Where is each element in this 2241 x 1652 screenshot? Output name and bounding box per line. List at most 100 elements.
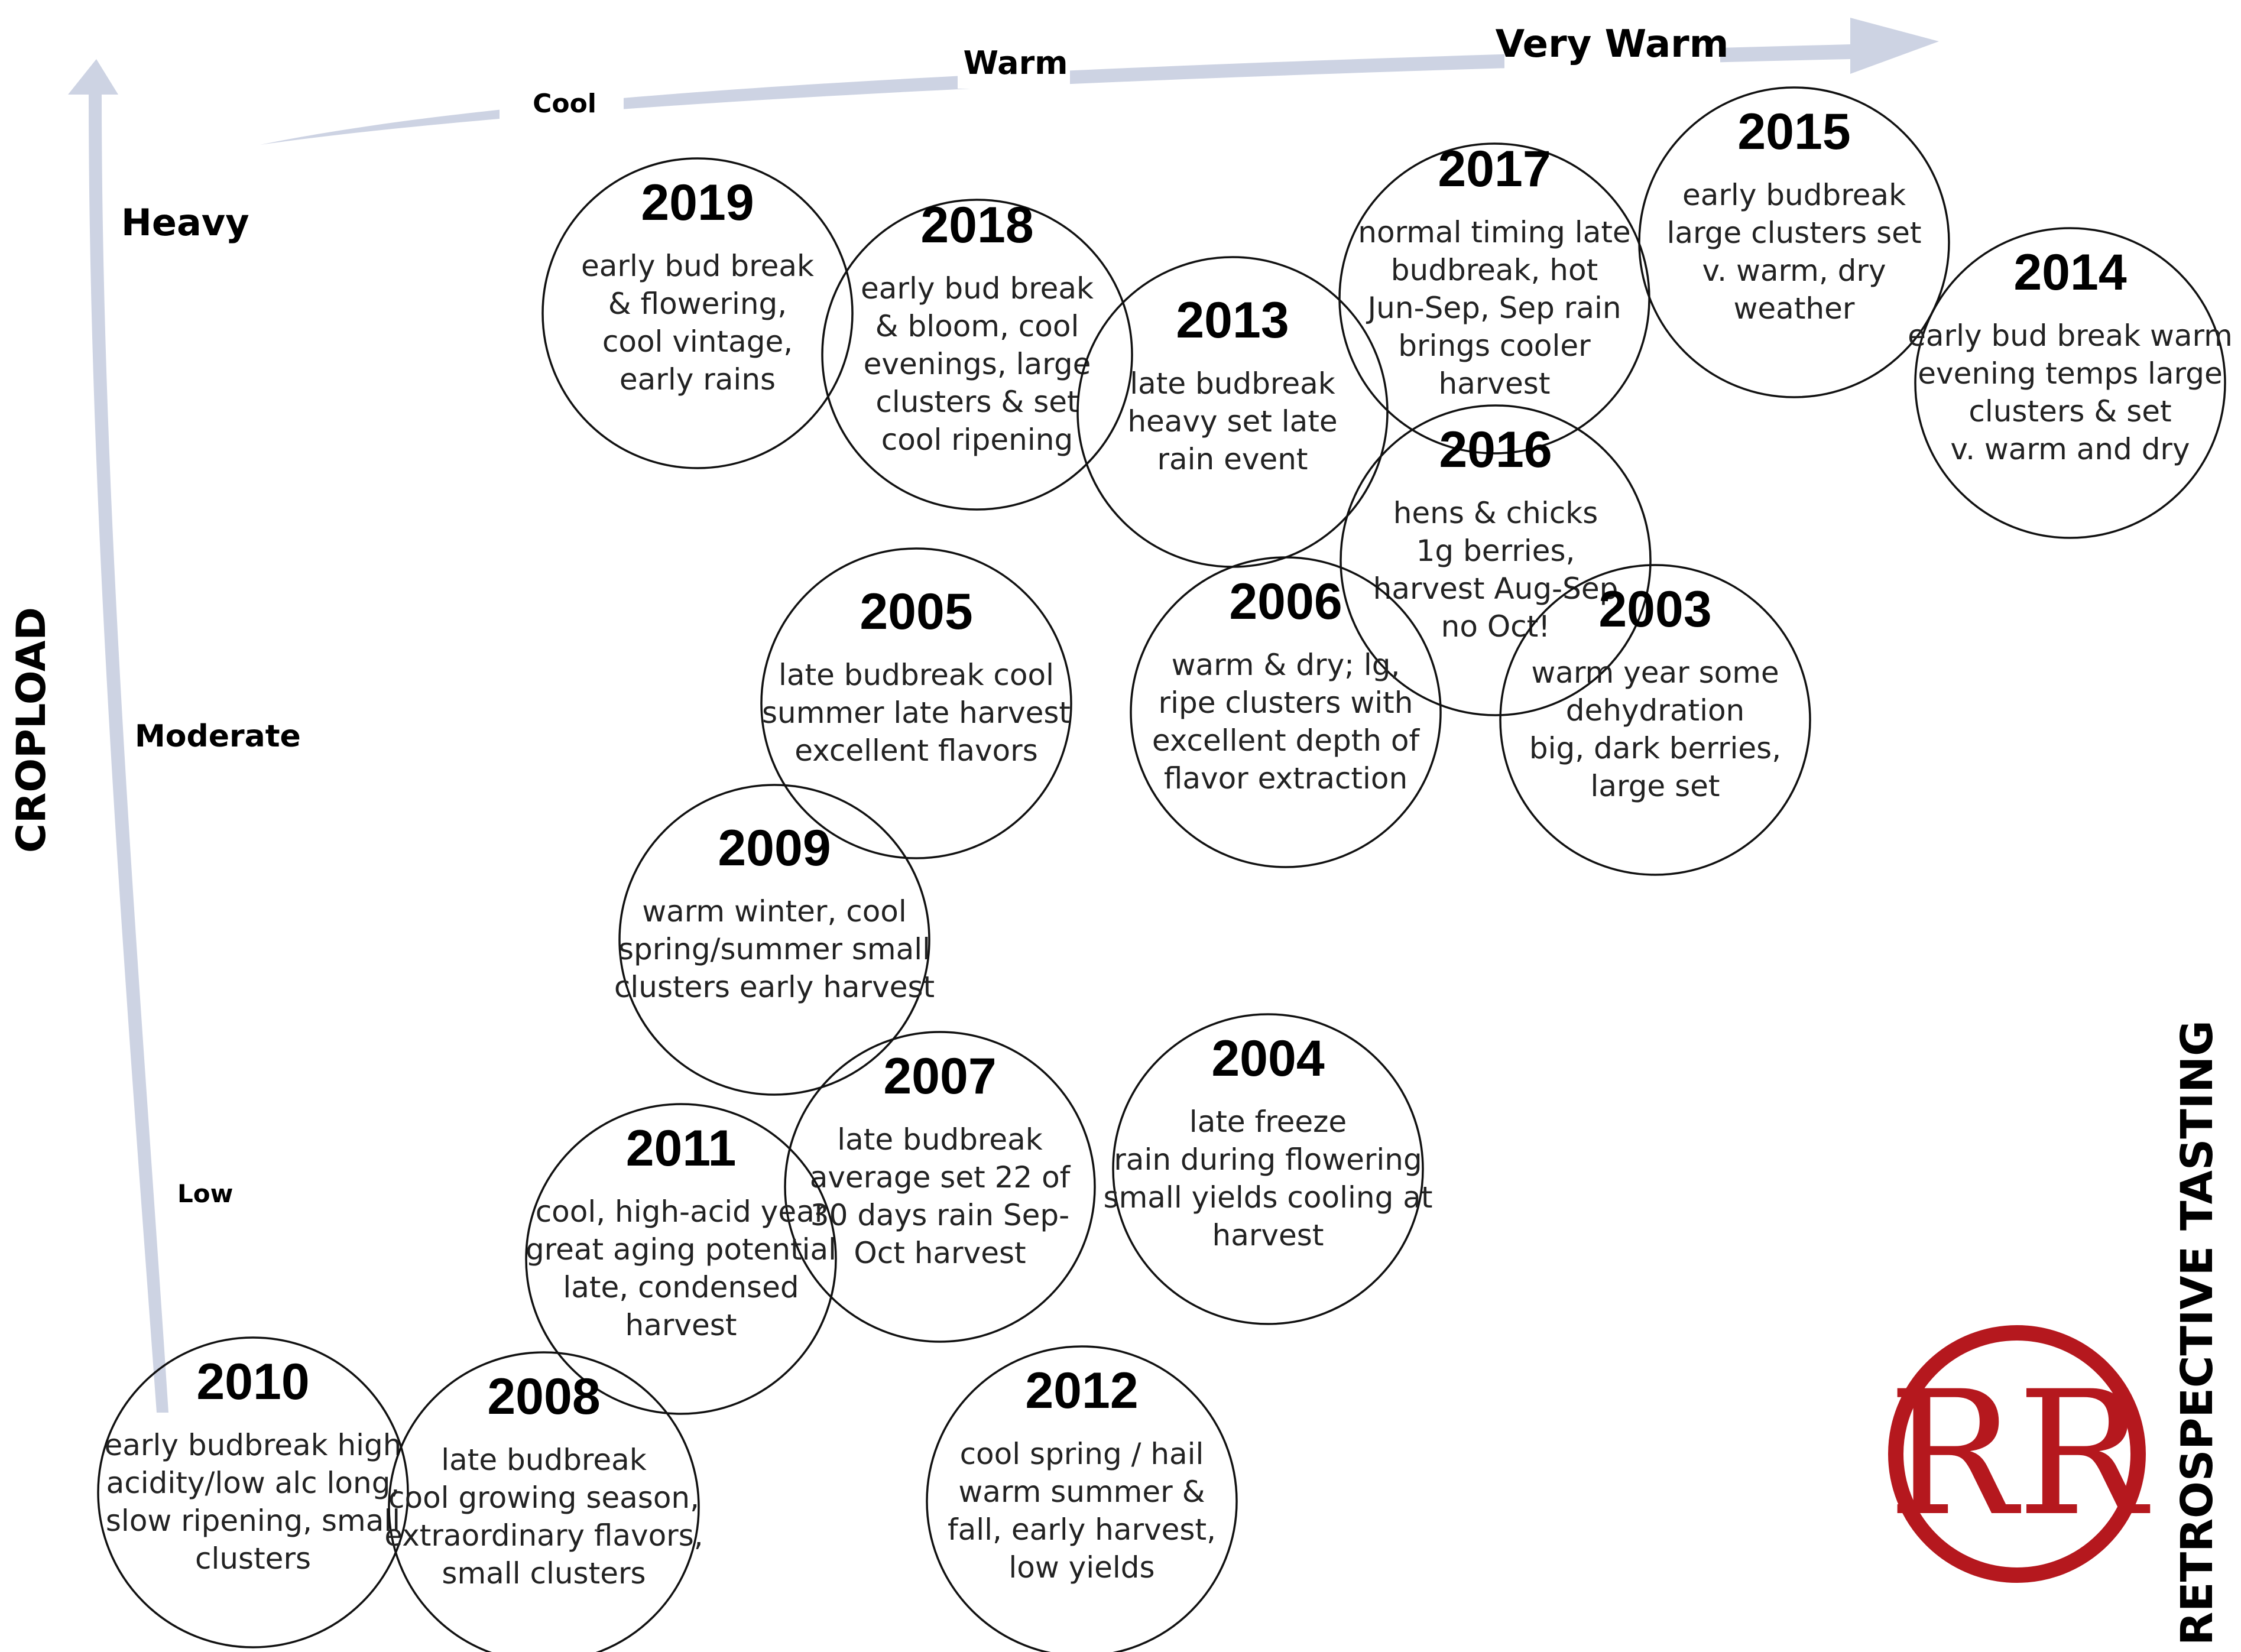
- vintage-year: 2010: [196, 1354, 309, 1410]
- vintage-note-line: hens & chicks: [1393, 496, 1598, 530]
- vintage-note-line: cool spring / hail: [960, 1437, 1204, 1471]
- vintage-year: 2006: [1229, 573, 1342, 630]
- vintage-year: 2009: [718, 820, 831, 877]
- logo: RR: [1888, 1325, 2151, 1583]
- vintage-year: 2017: [1438, 141, 1551, 197]
- warmth-label-warm: Warm: [964, 44, 1068, 82]
- vintage-circle: [525, 1103, 837, 1415]
- vintage-year: 2003: [1598, 581, 1711, 638]
- vintage-note-line: early budbreak high: [105, 1428, 402, 1462]
- vintage-year: 2015: [1737, 103, 1850, 160]
- vintage-note-line: fall, early harvest,: [948, 1513, 1216, 1547]
- vintage-note-line: 1g berries,: [1416, 534, 1575, 568]
- vintage-year: 2019: [641, 174, 754, 231]
- vintage-note-line: & flowering,: [608, 287, 787, 321]
- vintage-note-line: 30 days rain Sep-: [810, 1198, 1069, 1232]
- vintage-note-line: ripe clusters with: [1159, 686, 1413, 720]
- vintage-note-line: large set: [1590, 769, 1720, 803]
- vintage-circle: [541, 157, 854, 469]
- vintage-note-line: summer late harvest: [762, 696, 1071, 730]
- vintage-note-line: small clusters: [442, 1556, 646, 1591]
- vintage-note-line: average set 22 of: [810, 1160, 1071, 1195]
- vintage-circle: [784, 1031, 1096, 1343]
- vintage-note-line: & bloom, cool: [875, 309, 1079, 343]
- vintage-year: 2014: [2013, 244, 2126, 301]
- vintage-year: 2016: [1439, 421, 1552, 478]
- vintage-note-line: no Oct!: [1441, 609, 1551, 644]
- vintage-note-line: dehydration: [1566, 693, 1745, 728]
- vintage-note-line: warm summer &: [958, 1475, 1205, 1509]
- vintage-note-line: cool growing season,: [388, 1481, 699, 1515]
- vintage-note-line: late freeze: [1189, 1105, 1347, 1139]
- logo-ring: [1888, 1325, 2146, 1583]
- vintage-note-line: harvest: [1212, 1218, 1324, 1252]
- vintage-note-line: excellent flavors: [794, 733, 1038, 768]
- cropload-arrow: [68, 59, 168, 1413]
- vintage-bubble-2005: 2005 late budbreak cool summer late harves…: [760, 547, 1072, 859]
- vintage-note-line: v. warm, dry: [1702, 254, 1886, 288]
- vintage-note-line: weather: [1734, 291, 1855, 326]
- vintage-note-line: early budbreak: [1682, 178, 1906, 212]
- vintage-note-line: slow ripening, small: [106, 1504, 400, 1538]
- vintage-note-line: harvest Aug-Sep: [1373, 572, 1619, 606]
- vintage-bubble-2018: 2018 early bud break& bloom, cool evenings…: [821, 197, 1133, 511]
- vintage-year: 2011: [626, 1120, 737, 1177]
- vintage-note-line: early bud break warm: [1908, 319, 2233, 353]
- vintage-circle: [1112, 1013, 1424, 1325]
- warmth-label-very-warm-backdrop: [1504, 18, 1720, 71]
- vintage-year: 2012: [1025, 1362, 1138, 1419]
- vintage-note-line: late, condensed: [563, 1270, 799, 1304]
- warmth-arrow: [260, 18, 1939, 145]
- vintage-note-line: harvest: [1439, 366, 1551, 401]
- vintage-note-line: late budbreak: [1130, 366, 1335, 401]
- vintage-circle: [760, 547, 1072, 859]
- vintage-note-line: Oct harvest: [854, 1236, 1026, 1270]
- vintage-note-line: evenings, large: [864, 347, 1091, 381]
- vintage-note-line: big, dark berries,: [1529, 731, 1781, 765]
- vintage-note-line: late budbreak cool: [779, 658, 1054, 692]
- vintage-note-line: evening temps large: [1918, 356, 2222, 391]
- vintage-note-line: budbreak, hot: [1391, 253, 1598, 287]
- warmth-label-cool: Cool: [533, 89, 596, 119]
- vintage-circle: [388, 1351, 700, 1652]
- vintage-circle: [97, 1336, 409, 1648]
- vintage-note-line: harvest: [625, 1308, 737, 1342]
- vintage-circle: [1340, 404, 1652, 716]
- vintage-note-line: late budbreak: [837, 1122, 1043, 1157]
- vintage-year: 2018: [920, 197, 1033, 254]
- vintage-note-line: early bud break: [861, 271, 1094, 306]
- vintage-note-line: small yields cooling at: [1104, 1180, 1433, 1215]
- vintage-circle: [618, 784, 930, 1096]
- cropload-label-low: Low: [177, 1179, 233, 1208]
- retrospective-tasting-title: RETROSPECTIVE TASTING: [2172, 1020, 2223, 1645]
- vintage-note-line: normal timing late: [1358, 215, 1630, 249]
- vintage-bubble-2012: 2012 cool spring / hail warm summer & fall,…: [926, 1345, 1238, 1652]
- vintage-note-line: warm winter, cool: [642, 894, 907, 929]
- vintage-note-line: excellent depth of: [1152, 723, 1421, 758]
- vintage-note-line: spring/summer small: [618, 932, 930, 966]
- vintage-year: 2005: [860, 583, 972, 640]
- vintage-note-line: heavy set late: [1127, 404, 1337, 439]
- vintage-note-line: warm year some: [1531, 655, 1779, 690]
- logo-letters: RR: [1888, 1355, 2151, 1554]
- vintage-note-line: cool ripening: [881, 423, 1073, 457]
- vintage-note-line: great aging potential: [526, 1232, 836, 1267]
- vintage-year: 2007: [883, 1048, 996, 1105]
- vintage-note-line: late budbreak: [441, 1443, 647, 1477]
- vintage-circle: [1638, 86, 1950, 398]
- vintage-note-line: clusters & set: [1968, 394, 2171, 429]
- vintage-note-line: low yields: [1008, 1550, 1154, 1585]
- cropload-axis-title: CROPLOAD: [8, 607, 55, 853]
- vintage-bubble-2016: 2016 hens & chicks 1g berries, harvest Aug-…: [1340, 404, 1652, 716]
